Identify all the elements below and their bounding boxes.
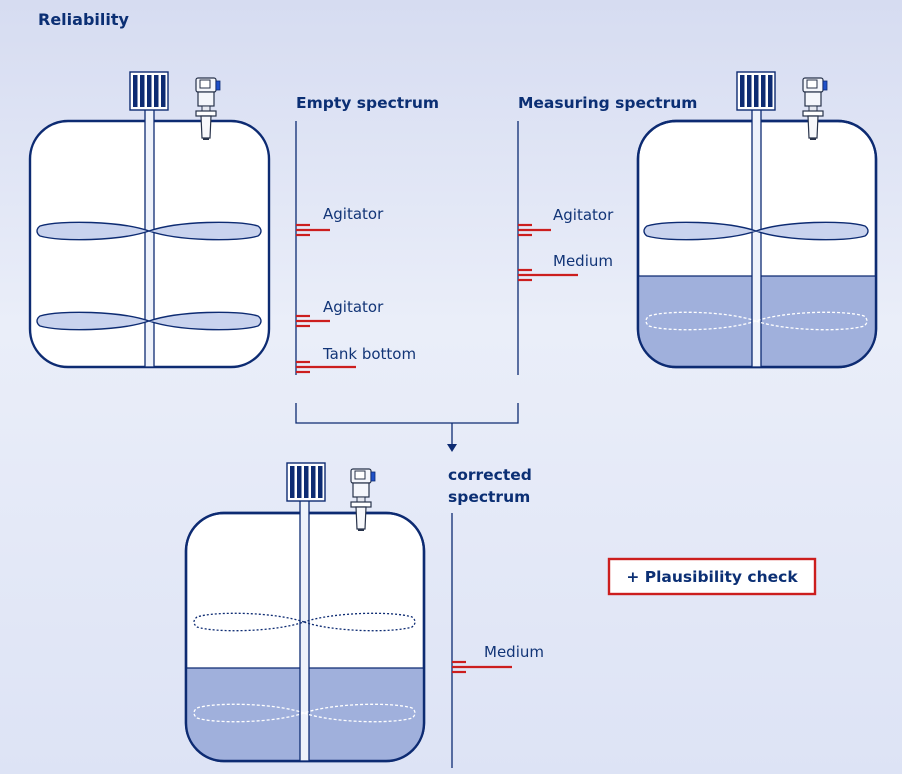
corrected-spectrum: corrected spectrum Medium (448, 466, 544, 768)
arrow-down-icon (447, 444, 457, 452)
echo-marker (296, 314, 330, 328)
measuring-tank (636, 71, 878, 369)
echo-marker (452, 660, 512, 674)
agitator-motor-icon (286, 462, 326, 502)
empty-spectrum: Empty spectrum Agitator Agitator Tank bo… (295, 94, 439, 375)
corrected-spectrum-heading-line1: corrected (448, 466, 532, 484)
plausibility-check-label: + Plausibility check (626, 568, 798, 586)
echo-label: Medium (553, 252, 613, 270)
plausibility-check-box: + Plausibility check (607, 557, 817, 596)
agitator-motor-icon (736, 71, 776, 111)
corrected-spectrum-heading-line2: spectrum (448, 488, 530, 506)
echo-label: Medium (484, 643, 544, 661)
measuring-spectrum: Measuring spectrum Agitator Medium (517, 94, 697, 375)
echo-label: Agitator (553, 206, 614, 224)
empty-spectrum-heading: Empty spectrum (296, 94, 439, 112)
echo-marker (518, 223, 551, 237)
empty-tank (28, 71, 271, 369)
combine-connector (295, 403, 519, 452)
agitator-motor-icon (129, 71, 169, 111)
echo-label: Agitator (323, 298, 384, 316)
corrected-tank (184, 462, 426, 763)
echo-marker (296, 223, 330, 237)
echo-label: Agitator (323, 205, 384, 223)
page-title: Reliability (38, 10, 129, 29)
measuring-spectrum-heading: Measuring spectrum (518, 94, 697, 112)
echo-marker (296, 360, 356, 374)
echo-label: Tank bottom (322, 345, 416, 363)
echo-marker (518, 268, 578, 282)
